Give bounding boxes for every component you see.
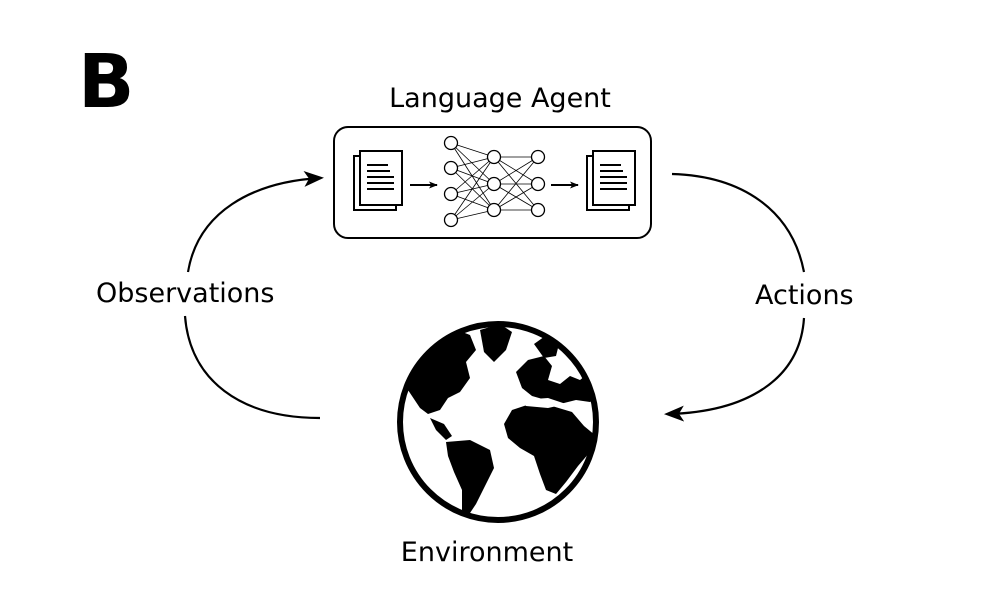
network-edge (450, 156, 495, 169)
network-node (443, 135, 459, 151)
neural-network-icon (443, 135, 546, 228)
network-edge (450, 142, 495, 211)
observations-label: Observations (96, 278, 275, 309)
network-node (486, 149, 502, 165)
observations-arrow-upper (186, 170, 324, 273)
network-edge (493, 183, 539, 211)
input-document-icon (353, 150, 403, 211)
network-edge (450, 183, 495, 221)
network-node (486, 202, 502, 218)
network-edge (450, 142, 495, 158)
agent-title: Language Agent (389, 83, 611, 114)
network-edge (493, 156, 539, 211)
panel-letter: B (78, 39, 134, 125)
network-node (443, 160, 459, 176)
agent-box (333, 126, 652, 239)
network-node (530, 202, 546, 218)
network-node (530, 149, 546, 165)
network-node (486, 176, 502, 192)
environment-label: Environment (400, 537, 574, 568)
network-edge (450, 142, 495, 185)
actions-label: Actions (755, 280, 854, 311)
actions-arrow-lower (664, 317, 806, 422)
network-edge (450, 209, 495, 221)
network-edge (493, 156, 539, 185)
network-edge (450, 156, 495, 195)
network-edge (450, 156, 495, 221)
network-node (530, 176, 546, 192)
network-node (443, 212, 459, 228)
globe-icon (397, 321, 599, 523)
observations-arrow-lower (183, 315, 321, 420)
output-document-icon (586, 150, 636, 211)
network-node (443, 186, 459, 202)
actions-arrow-upper (671, 172, 806, 273)
